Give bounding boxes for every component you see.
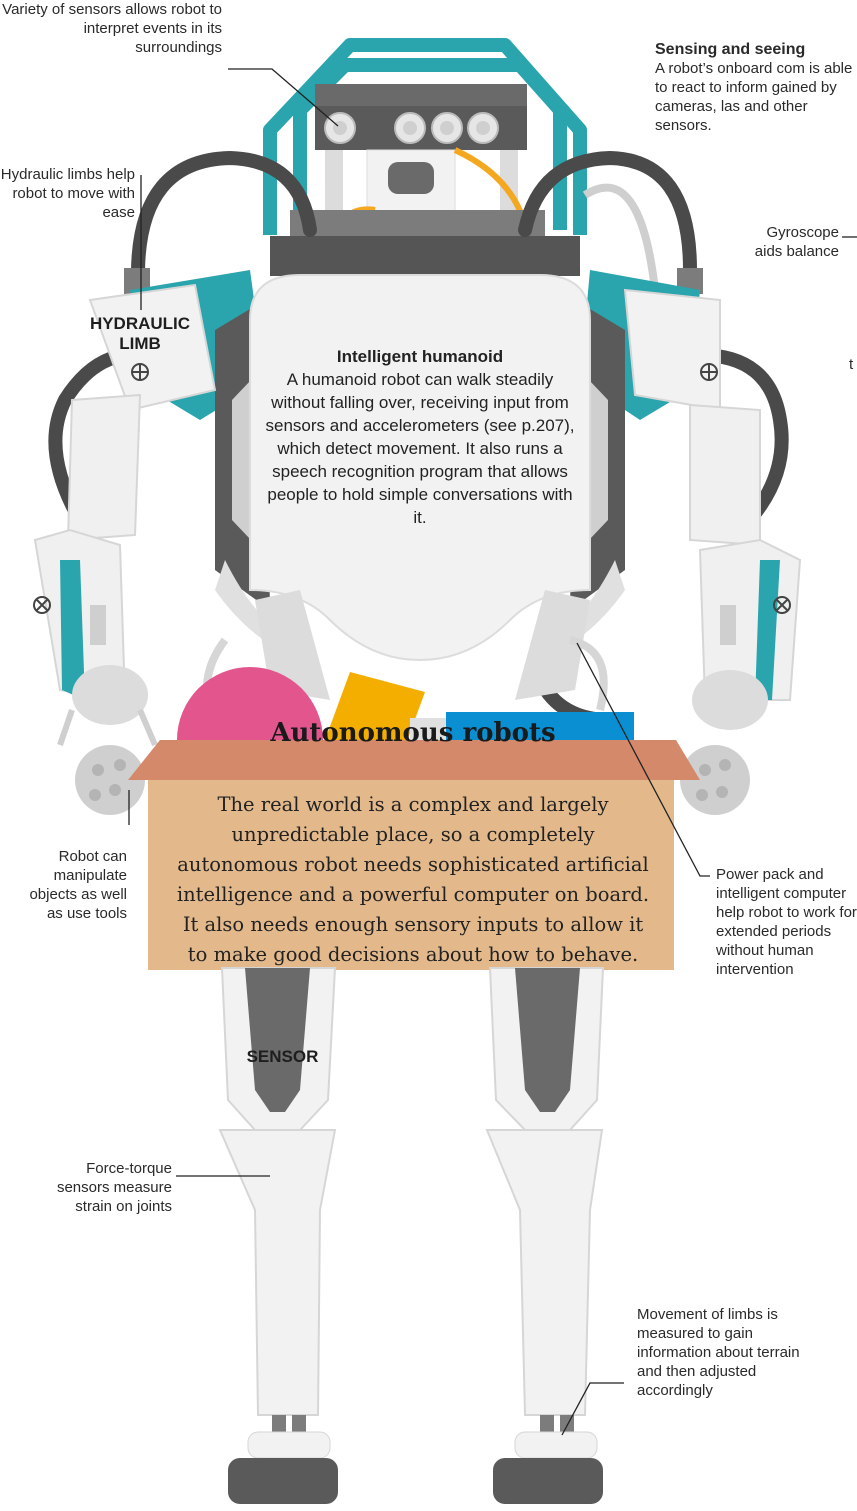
- force-torque-label: Force-torque sensors measure strain on j…: [56, 1160, 172, 1215]
- hydraulic-limb-tag: HYDRAULIC LIMB: [89, 314, 191, 353]
- hydraulic-label: Hydraulic limbs help robot to move with …: [0, 166, 135, 221]
- box-title: Autonomous robots: [270, 718, 556, 748]
- sensor-tag: SENSOR: [246, 1047, 319, 1066]
- right-arm: [623, 288, 802, 815]
- blue-block: [446, 712, 634, 742]
- box-text: The real world is a complex and largely …: [176, 793, 650, 966]
- sensing-title: Sensing and seeing: [655, 41, 806, 58]
- white-block: [410, 718, 450, 743]
- yellow-block: [325, 672, 425, 760]
- torso: [203, 274, 625, 722]
- center-title: Intelligent humanoid: [336, 347, 504, 366]
- sensing-seeing-block: Sensing and seeing A robot’s onboard com…: [655, 40, 857, 135]
- sensor-bar: [315, 84, 527, 150]
- neck-plate: [270, 236, 580, 276]
- clipped-char: t: [849, 356, 854, 373]
- intelligent-humanoid-panel: Intelligent humanoid A humanoid robot ca…: [262, 345, 578, 529]
- left-leg: [218, 967, 338, 1504]
- sensing-text: A robot’s onboard com is able to react t…: [655, 60, 853, 134]
- head-frame: [263, 38, 587, 235]
- leader-lines: [128, 68, 857, 1436]
- manipulate-label: Robot can manipulate objects as well as …: [29, 848, 127, 922]
- center-text: A humanoid robot can walk steadily witho…: [265, 370, 575, 527]
- right-leg: [485, 967, 605, 1504]
- cardboard-box: [128, 740, 700, 970]
- gray-cable: [582, 183, 659, 291]
- gyroscope-label: Gyroscope aids balance: [754, 224, 839, 260]
- pink-ball: [177, 667, 323, 740]
- power-pack-label: Power pack and intelligent computer help…: [716, 866, 857, 978]
- movement-label: Movement of limbs is measured to gain in…: [637, 1306, 800, 1399]
- left-arm: [33, 283, 217, 815]
- sensors-label: Variety of sensors allows robot to inter…: [2, 1, 222, 56]
